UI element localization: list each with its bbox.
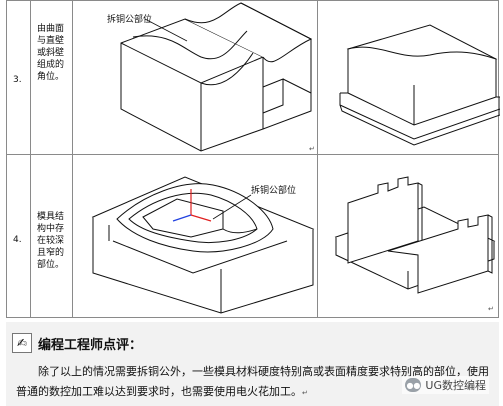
part-drawing-cell: 拆铜公部位 ↵ — [73, 1, 318, 154]
mold-drawing-cell: 拆铜公部位 — [73, 155, 318, 317]
pen-hand-icon: ✍ — [12, 333, 32, 353]
electrode-drawing-cell — [318, 1, 500, 154]
row-number: 4. — [13, 235, 22, 245]
row-description: 由曲面与直壁或斜壁组成的角位。 — [37, 24, 65, 82]
return-mark: ↵ — [488, 305, 494, 313]
electrode-drawing-cell: ↵ — [318, 155, 500, 317]
number-cell: 4. — [7, 155, 31, 317]
return-mark: ↵ — [309, 145, 315, 153]
row-description: 模具结构中存在较深且窄的部位。 — [37, 212, 65, 270]
comment-body: 除了以上的情况需要拆铜公外，一些模具材料硬度特别高或表面精度要求特别高的部位，使… — [16, 362, 494, 403]
row-number: 3. — [13, 75, 22, 85]
description-cell: 模具结构中存在较深且窄的部位。 — [31, 155, 73, 317]
number-cell: 3. — [7, 1, 31, 154]
curved-block-drawing: 拆铜公部位 — [107, 2, 313, 152]
mold-cavity-drawing: 拆铜公部位 — [91, 176, 315, 314]
return-mark: ↵ — [302, 389, 308, 397]
comment-header: ✍ 编程工程师点评： — [12, 332, 142, 354]
electrode-table: 3. 由曲面与直壁或斜壁组成的角位。 拆铜公部位 — [6, 0, 500, 318]
table-row: 4. 模具结构中存在较深且窄的部位。 — [7, 155, 498, 318]
plate-electrode-drawing — [334, 176, 496, 294]
engineer-comment-box: ✍ 编程工程师点评： 除了以上的情况需要拆铜公外，一些模具材料硬度特别高或表面精… — [6, 322, 499, 406]
watermark: ●● UG数控编程 — [402, 376, 489, 394]
electrode-callout-label: 拆铜公部位 — [107, 13, 152, 25]
table-row: 3. 由曲面与直壁或斜壁组成的角位。 拆铜公部位 — [7, 0, 500, 155]
watermark-text: UG数控编程 — [425, 379, 486, 392]
electrode-drawing — [339, 24, 500, 146]
comment-body-text: 除了以上的情况需要拆铜公外，一些模具材料硬度特别高或表面精度要求特别高的部位，使… — [16, 365, 489, 398]
description-cell: 由曲面与直壁或斜壁组成的角位。 — [31, 1, 73, 154]
wechat-icon: ●● — [405, 378, 422, 392]
comment-title: 编程工程师点评： — [38, 337, 143, 353]
electrode-callout-label: 拆铜公部位 — [251, 184, 296, 196]
